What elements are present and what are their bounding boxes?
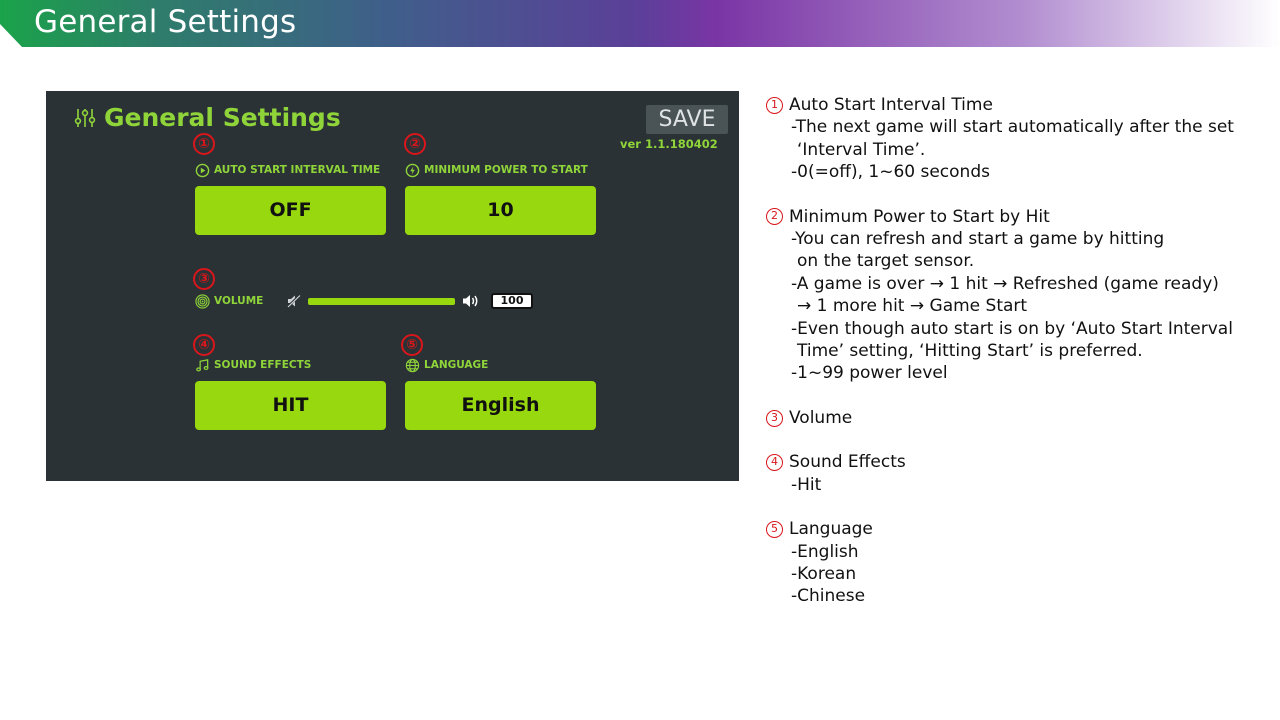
language-label: LANGUAGE <box>405 357 488 373</box>
description-line: Time’ setting, ‘Hitting Start’ is prefer… <box>797 341 1143 362</box>
description-line: -A game is over → 1 hit → Refreshed (gam… <box>791 273 1219 294</box>
description-item-heading: 3 Volume <box>766 407 1266 429</box>
min-power-button[interactable]: 10 <box>405 186 596 235</box>
description-line: -1~99 power level <box>791 363 948 384</box>
page-title: General Settings <box>34 4 297 40</box>
description-line: -Korean <box>791 563 857 584</box>
auto-start-label: AUTO START INTERVAL TIME <box>195 162 380 178</box>
description-item-heading: 2 Minimum Power to Start by Hit <box>766 206 1266 228</box>
marker-3: ③ <box>193 268 215 290</box>
bolt-circle-icon <box>405 163 420 177</box>
sliders-icon <box>74 109 96 127</box>
auto-start-label-text: AUTO START INTERVAL TIME <box>214 164 381 176</box>
description-line: on the target sensor. <box>797 251 975 272</box>
description-item-number: 2 <box>766 208 783 226</box>
description-item-title: Auto Start Interval Time <box>789 95 993 115</box>
sound-effects-label-text: SOUND EFFECTS <box>214 359 312 371</box>
description-line: -You can refresh and start a game by hit… <box>791 229 1165 250</box>
header-banner <box>0 0 1280 47</box>
description-line: ‘Interval Time’. <box>797 139 926 160</box>
volume-label: VOLUME <box>195 293 263 309</box>
version-label: ver 1.1.180402 <box>620 137 718 151</box>
description-item-heading: 5 Language <box>766 518 1266 540</box>
description-line: -The next game will start automatically … <box>791 117 1234 138</box>
min-power-label: MINIMUM POWER TO START <box>405 162 588 178</box>
description-item: 5 Language-English-Korean-Chinese <box>766 518 1266 608</box>
marker-5: ⑤ <box>401 334 423 356</box>
volume-value-box[interactable]: 100 <box>491 293 533 309</box>
description-item-heading: 4 Sound Effects <box>766 451 1266 473</box>
description-line: -Chinese <box>791 586 866 607</box>
speaker-icon[interactable] <box>462 293 480 309</box>
sound-effects-button[interactable]: HIT <box>195 381 386 430</box>
marker-1: ① <box>193 133 215 155</box>
mute-icon[interactable] <box>286 293 302 309</box>
marker-2: ② <box>404 133 426 155</box>
play-circle-icon <box>195 163 210 177</box>
description-line: -0(=off), 1~60 seconds <box>791 162 990 183</box>
marker-4: ④ <box>193 334 215 356</box>
min-power-label-text: MINIMUM POWER TO START <box>424 164 588 176</box>
description-item-heading: 1 Auto Start Interval Time <box>766 94 1266 116</box>
description-list: 1 Auto Start Interval Time-The next game … <box>766 94 1266 630</box>
description-line: → 1 more hit → Game Start <box>797 296 1028 317</box>
description-line: -English <box>791 541 859 562</box>
settings-panel: General Settings SAVE ver 1.1.180402 ① A… <box>46 91 739 481</box>
language-label-text: LANGUAGE <box>424 359 489 371</box>
language-button[interactable]: English <box>405 381 596 430</box>
description-item-title: Minimum Power to Start by Hit <box>789 206 1050 227</box>
description-item-title: Sound Effects <box>789 452 906 473</box>
save-button[interactable]: SAVE <box>646 105 728 134</box>
target-icon <box>195 293 210 309</box>
description-item-number: 5 <box>766 520 783 538</box>
description-line: -Hit <box>791 474 822 495</box>
volume-slider[interactable] <box>308 298 455 305</box>
panel-title: General Settings <box>104 103 341 132</box>
description-item: 3 Volume <box>766 407 1266 429</box>
description-item-number: 3 <box>766 409 783 427</box>
description-item-title: Volume <box>789 407 853 428</box>
description-item-number: 1 <box>766 96 783 114</box>
description-item-number: 4 <box>766 453 783 471</box>
description-item: 4 Sound Effects-Hit <box>766 451 1266 496</box>
globe-icon <box>405 358 420 372</box>
volume-label-text: VOLUME <box>214 295 264 307</box>
description-item-title: Language <box>789 519 873 540</box>
sound-effects-label: SOUND EFFECTS <box>195 357 311 373</box>
auto-start-button[interactable]: OFF <box>195 186 386 235</box>
description-item: 2 Minimum Power to Start by Hit-You can r… <box>766 206 1266 385</box>
description-line: -Even though auto start is on by ‘Auto S… <box>791 318 1233 339</box>
description-item: 1 Auto Start Interval Time-The next game … <box>766 94 1266 184</box>
music-note-icon <box>196 358 209 371</box>
